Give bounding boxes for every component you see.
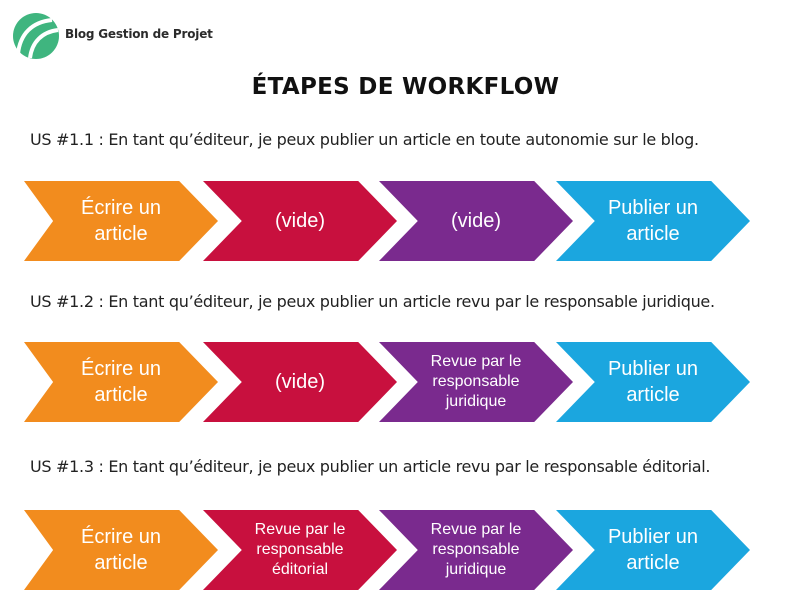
workflow-1-step-3: (vide) <box>379 181 573 261</box>
user-story-2: US #1.2 : En tant qu’éditeur, je peux pu… <box>30 292 715 311</box>
step-label: Écrire un article <box>80 358 162 406</box>
workflow-1-step-2: (vide) <box>203 181 397 261</box>
step-label: Publier un article <box>607 197 699 245</box>
step-label: Publier un article <box>607 358 699 406</box>
workflow-2-step-2: (vide) <box>203 342 397 422</box>
step-label: Écrire un article <box>80 526 162 574</box>
step-label: Revue par le responsable juridique <box>430 353 522 410</box>
workflow-2-step-3: Revue par le responsable juridique <box>379 342 573 422</box>
workflow-3-step-4: Publier un article <box>556 510 750 590</box>
user-story-3: US #1.3 : En tant qu’éditeur, je peux pu… <box>30 457 711 476</box>
workflow-1-step-4: Publier un article <box>556 181 750 261</box>
step-label: Revue par le responsable juridique <box>430 521 522 578</box>
workflow-3-step-3: Revue par le responsable juridique <box>379 510 573 590</box>
step-label: Écrire un article <box>80 197 162 245</box>
workflow-2: Écrire un article (vide) Revue par le re… <box>24 342 774 422</box>
user-story-1: US #1.1 : En tant qu’éditeur, je peux pu… <box>30 130 699 149</box>
workflow-3-step-1: Écrire un article <box>24 510 218 590</box>
page-title: ÉTAPES DE WORKFLOW <box>251 74 560 100</box>
step-label: (vide) <box>450 210 501 232</box>
brand-logo-icon <box>13 13 59 59</box>
step-label: (vide) <box>274 371 325 393</box>
step-label: Revue par le responsable éditorial <box>254 521 346 578</box>
brand-name: Blog Gestion de Projet <box>65 27 213 41</box>
step-label: Publier un article <box>607 526 699 574</box>
workflow-3-step-2: Revue par le responsable éditorial <box>203 510 397 590</box>
workflow-1: Écrire un article (vide) (vide) Publier … <box>24 181 774 261</box>
workflow-2-step-1: Écrire un article <box>24 342 218 422</box>
workflow-2-step-4: Publier un article <box>556 342 750 422</box>
workflow-1-step-1: Écrire un article <box>24 181 218 261</box>
step-label: (vide) <box>274 210 325 232</box>
workflow-3: Écrire un article Revue par le responsab… <box>24 510 774 590</box>
